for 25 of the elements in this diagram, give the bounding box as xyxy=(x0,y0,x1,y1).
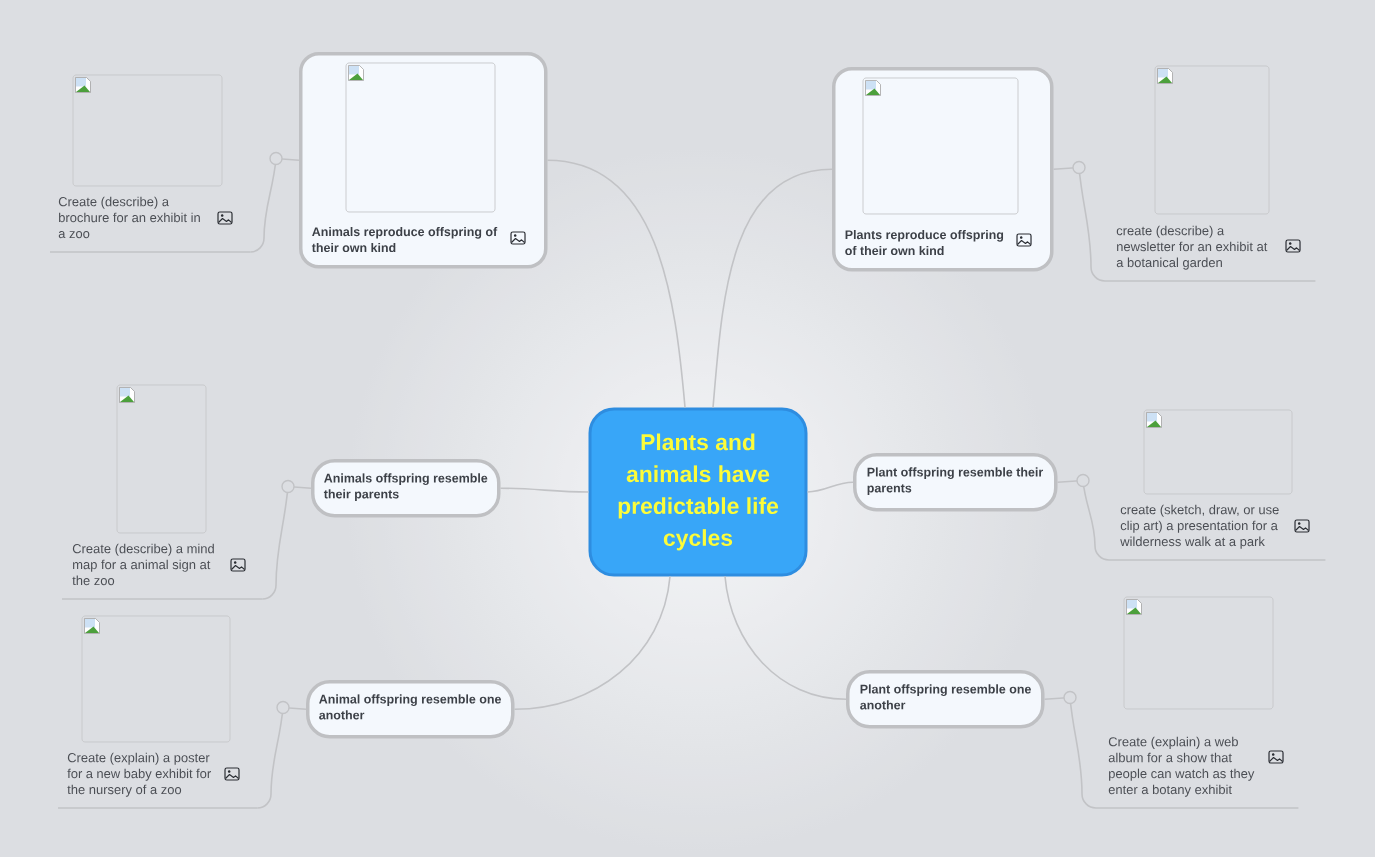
topic-box: Animals reproduce offspring of their own kind xyxy=(299,52,548,269)
topic-box: Plant offspring resemble their parents xyxy=(853,453,1058,512)
connector-line xyxy=(712,168,833,409)
connector-line xyxy=(256,706,307,809)
underlined-subtopic: Create (explain) a web album for a show that people can watch as they enter a botany exhibit xyxy=(1095,736,1300,809)
connector-line xyxy=(1056,479,1110,561)
connector-line xyxy=(261,485,312,600)
underlined-subtopic: Create (describe) a brochure for an exhibit in a zoo xyxy=(49,196,252,253)
topic-box: Animals offspring resemble their parents xyxy=(311,459,501,518)
connector-line xyxy=(249,157,300,253)
topic-box: Plant offspring resemble one another xyxy=(846,670,1045,729)
connector-line xyxy=(724,575,847,701)
topic-box: Plants reproduce offspring of their own kind xyxy=(832,67,1054,272)
connector-line xyxy=(499,487,590,493)
underlined-subtopic: create (sketch, draw, or use clip art) a presentation for a wilderness walk at a park xyxy=(1108,504,1327,561)
connector-line xyxy=(806,481,854,493)
connector-line xyxy=(546,159,686,409)
central-topic-box: Plants and animals have predictable life cycles xyxy=(588,407,808,577)
underlined-subtopic: Create (describe) a mind map for a animal sign at the zoo xyxy=(61,543,264,600)
topic-box: Animal offspring resemble one another xyxy=(306,680,515,739)
underlined-subtopic: create (describe) a newsletter for an exhibit at a botanical garden xyxy=(1104,225,1317,282)
connector-line xyxy=(513,575,671,711)
connector-line xyxy=(1052,166,1106,282)
connector-line xyxy=(1043,696,1097,809)
underlined-subtopic: Create (explain) a poster for a new baby exhibit for the nursery of a zoo xyxy=(57,752,259,809)
